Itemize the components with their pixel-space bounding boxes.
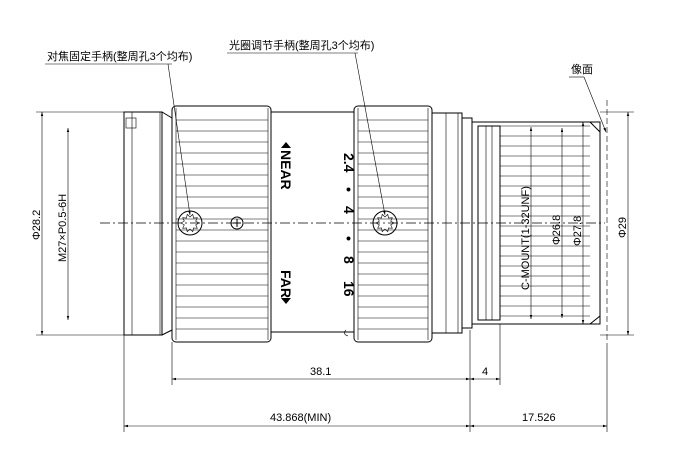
dim-4: 4	[470, 324, 501, 385]
len-38-1-text: 38.1	[310, 366, 331, 378]
dim-43-868: 43.868(MIN)	[123, 335, 470, 432]
d29-text: Φ29	[617, 217, 629, 238]
dim-d28-2: Φ28.2	[31, 111, 124, 336]
thread-text: M27×P0.5-6H	[57, 194, 69, 262]
f-8: 8	[341, 256, 357, 264]
f-4: 4	[341, 206, 357, 214]
aperture-handle-callout: 光圈调节手柄(整周孔3个均布)	[227, 38, 386, 216]
lens-body	[123, 105, 601, 343]
f-dot-1: •	[341, 187, 357, 192]
d27-8-text: Φ27.8	[572, 216, 584, 246]
dim-thread: M27×P0.5-6H	[57, 127, 70, 320]
dim-17-526: 17.526	[470, 345, 608, 432]
len-17-526-text: 17.526	[522, 412, 556, 424]
mount-text: C-MOUNT(1-32UNF)	[520, 186, 532, 290]
image-plane-callout: 像面	[569, 63, 607, 133]
focus-handle-label: 对焦固定手柄(整周孔3个均布)	[47, 49, 192, 63]
f-2-4: 2.4	[341, 153, 357, 173]
aperture-handle-label: 光圈调节手柄(整周孔3个均布)	[229, 38, 374, 52]
near-label: NEAR	[278, 150, 294, 190]
f-16: 16	[341, 281, 357, 297]
len-43-868-text: 43.868(MIN)	[270, 412, 331, 424]
dim-d27-8: Φ27.8	[572, 122, 585, 324]
image-plane-label: 像面	[571, 63, 593, 76]
dim-mount: C-MOUNT(1-32UNF)	[520, 126, 533, 319]
len-4-text: 4	[482, 366, 488, 378]
f-dot-2: •	[341, 236, 357, 241]
dim-d26-8: Φ26.8	[551, 127, 564, 318]
dim-38-1: 38.1	[171, 330, 471, 432]
focus-handle-callout: 对焦固定手柄(整周孔3个均布)	[45, 49, 192, 216]
aperture-scale: 2.4 • 4 • 8 16	[341, 153, 357, 297]
far-marker: FAR	[278, 270, 294, 304]
far-label: FAR	[278, 270, 294, 298]
near-marker: NEAR	[278, 142, 294, 190]
dim-d29: Φ29	[600, 111, 634, 336]
d26-8-text: Φ26.8	[551, 215, 563, 245]
d28-2-text: Φ28.2	[31, 210, 43, 240]
